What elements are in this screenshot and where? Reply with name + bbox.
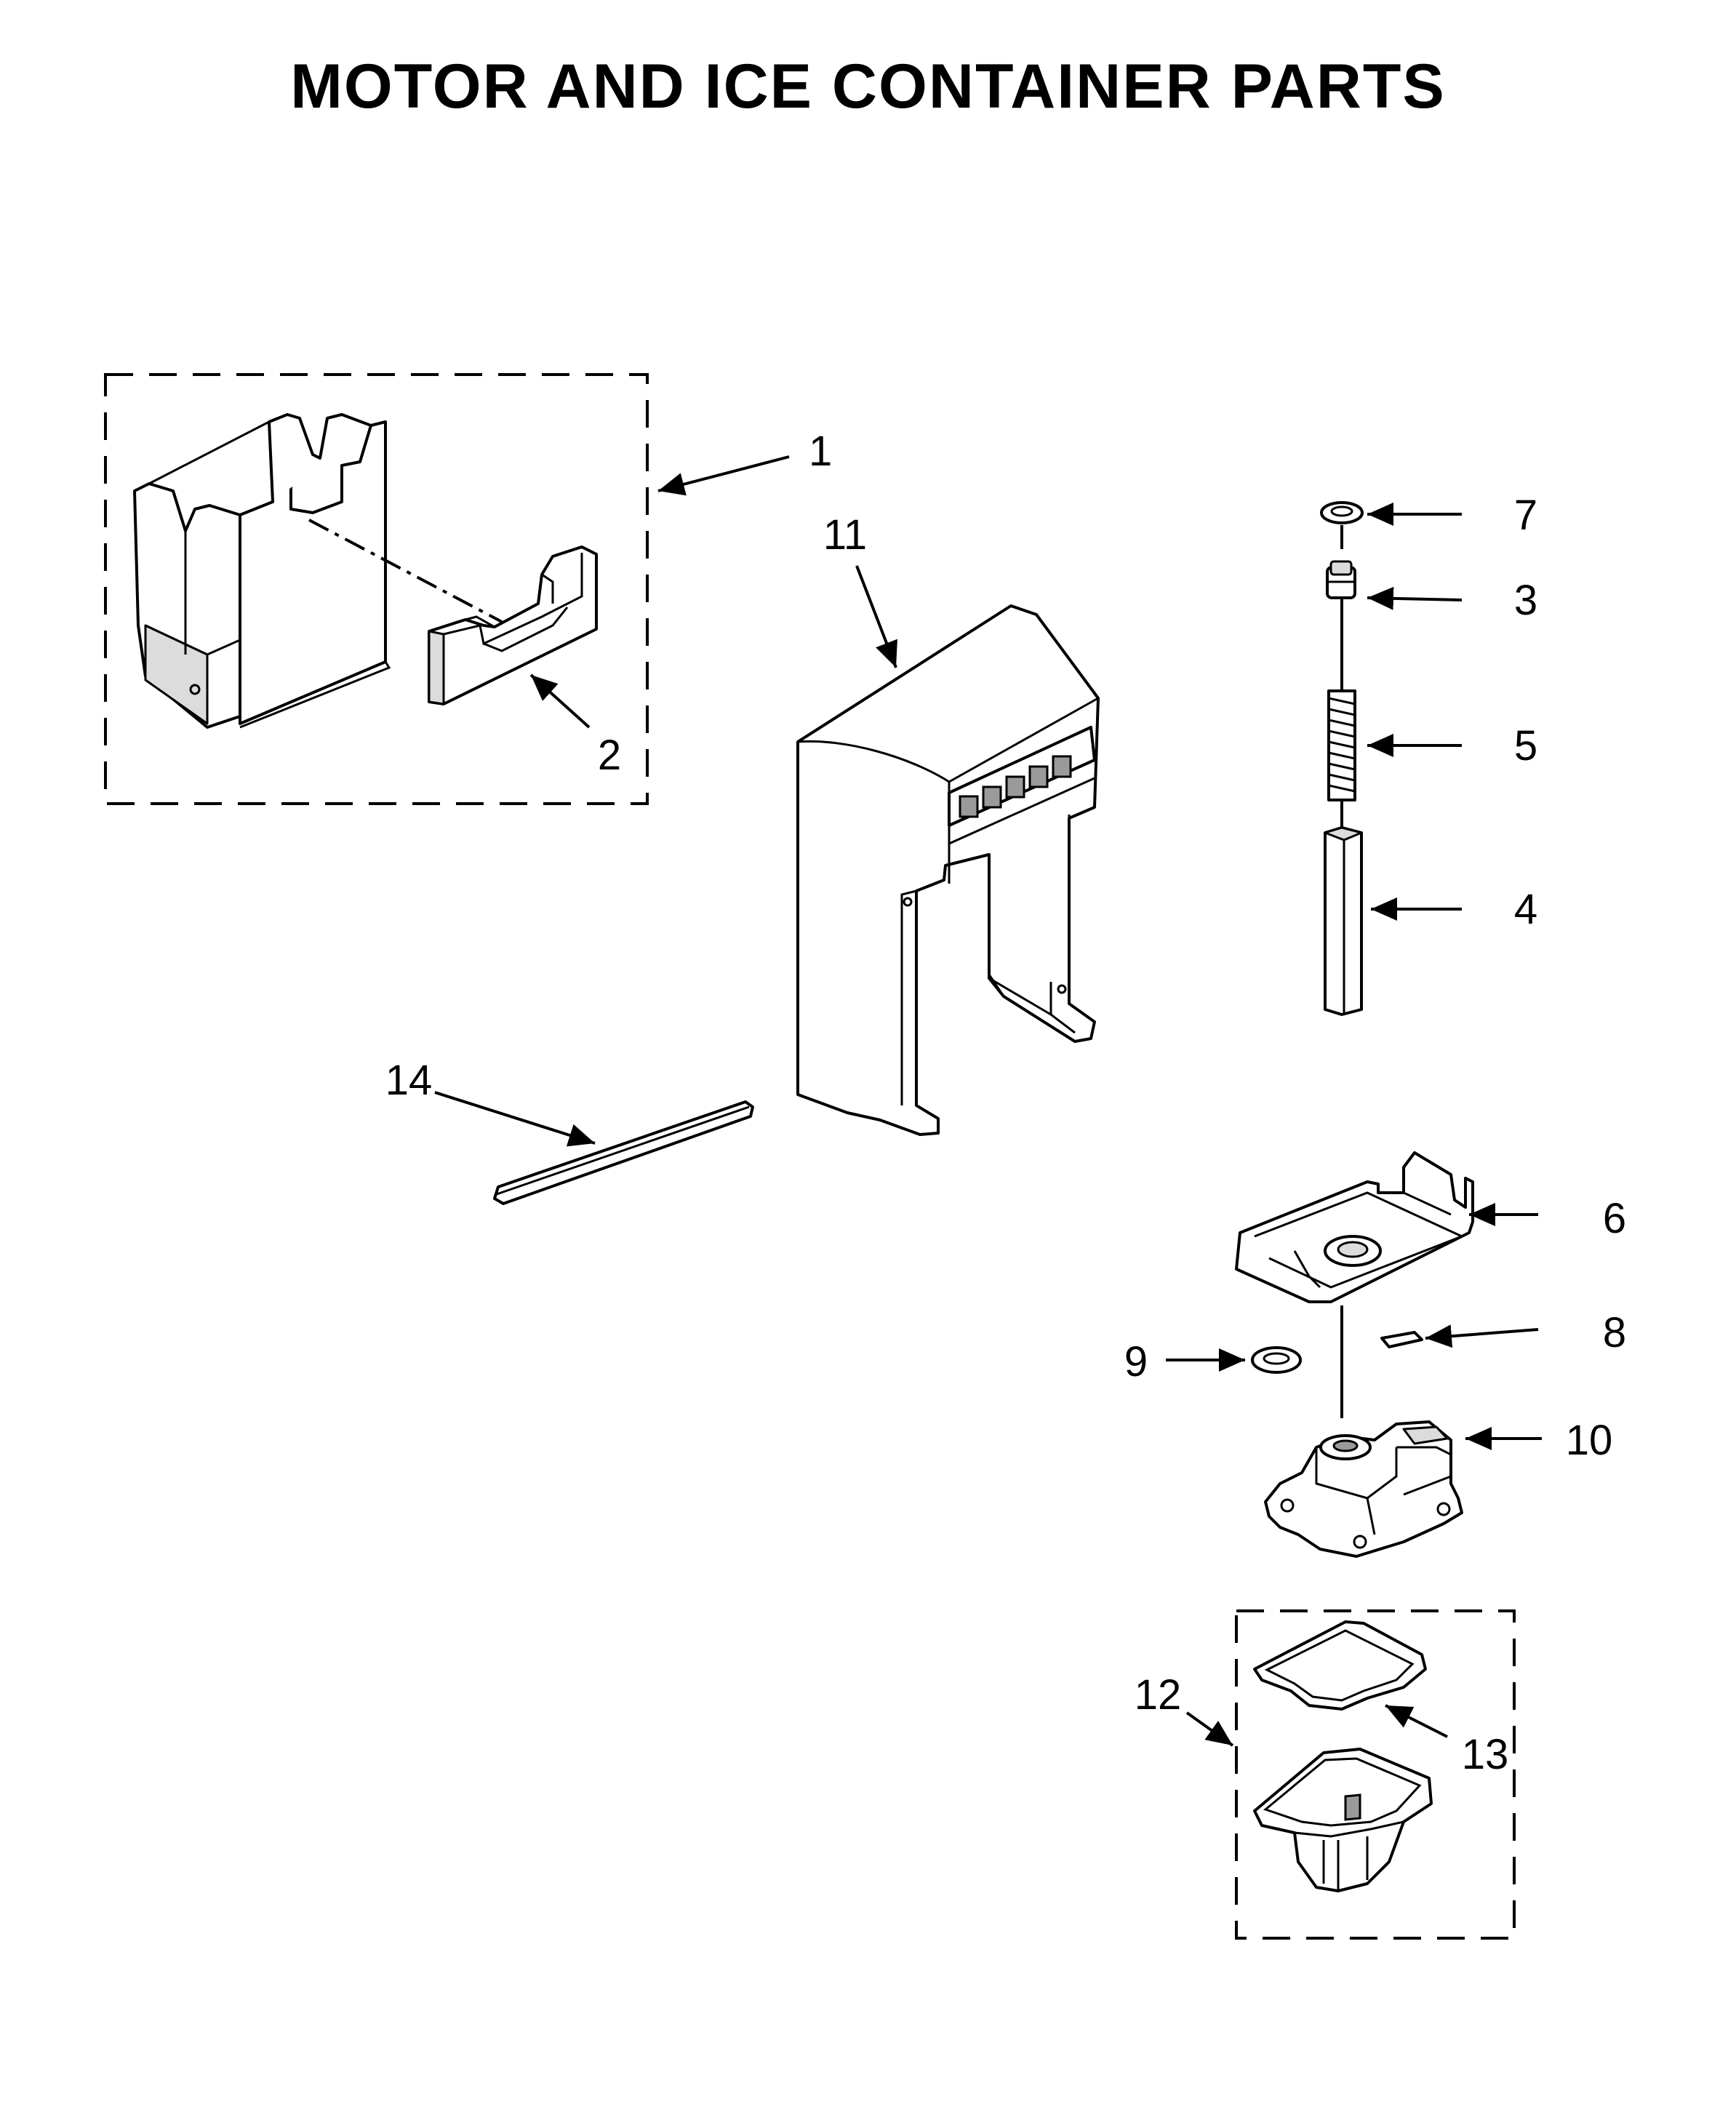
rod-part [493,1100,754,1205]
callout-1: 1 [657,428,832,496]
washer-part-7 [1320,501,1364,524]
page-title: MOTOR AND ICE CONTAINER PARTS [290,52,1446,121]
callout-9-label: 9 [1124,1338,1148,1385]
callout-13: 13 [1385,1704,1509,1778]
callout-13-label: 13 [1462,1731,1509,1778]
callout-3: 3 [1367,577,1537,624]
spring-part-5 [1327,689,1356,801]
callout-10-label: 10 [1566,1417,1613,1464]
cap-part-3 [1326,560,1356,599]
callout-2: 2 [529,673,621,779]
callout-2-label: 2 [598,732,621,779]
callout-6-label: 6 [1603,1195,1626,1242]
callout-4-label: 4 [1514,886,1537,933]
housing-part-12 [1253,1748,1433,1892]
callout-3-label: 3 [1514,577,1537,624]
motor-bracket-part-6 [1235,1151,1474,1303]
washer-part-9 [1251,1346,1302,1374]
callout-14-label: 14 [385,1057,433,1104]
shaft-part-4 [1324,826,1363,1016]
callout-8: 8 [1425,1309,1626,1356]
motor-part-10 [1264,1420,1463,1558]
callout-6: 6 [1469,1195,1626,1242]
callout-12: 12 [1135,1671,1234,1747]
ice-container-part [133,413,391,729]
callout-14: 14 [385,1057,596,1147]
callout-9: 9 [1124,1338,1245,1385]
callout-4: 4 [1371,886,1537,933]
callout-5: 5 [1367,722,1537,769]
bracket-part [428,545,598,705]
callout-7-label: 7 [1514,492,1537,539]
callout-1-label: 1 [809,428,832,475]
callout-11-label: 11 [823,511,867,559]
callout-12-label: 12 [1135,1671,1182,1719]
callout-8-label: 8 [1603,1309,1626,1356]
gasket-part-13 [1253,1620,1427,1711]
callout-11: 11 [823,511,897,668]
dispenser-vent-grille [948,726,1096,846]
dispenser-shroud-part [796,604,1100,1136]
callout-7: 7 [1367,492,1537,539]
assembly-1-box [104,373,649,805]
callout-5-label: 5 [1514,722,1537,769]
assembly-12-box [1235,1609,1516,1940]
callout-10: 10 [1465,1417,1612,1464]
pad-part-8 [1380,1331,1423,1348]
